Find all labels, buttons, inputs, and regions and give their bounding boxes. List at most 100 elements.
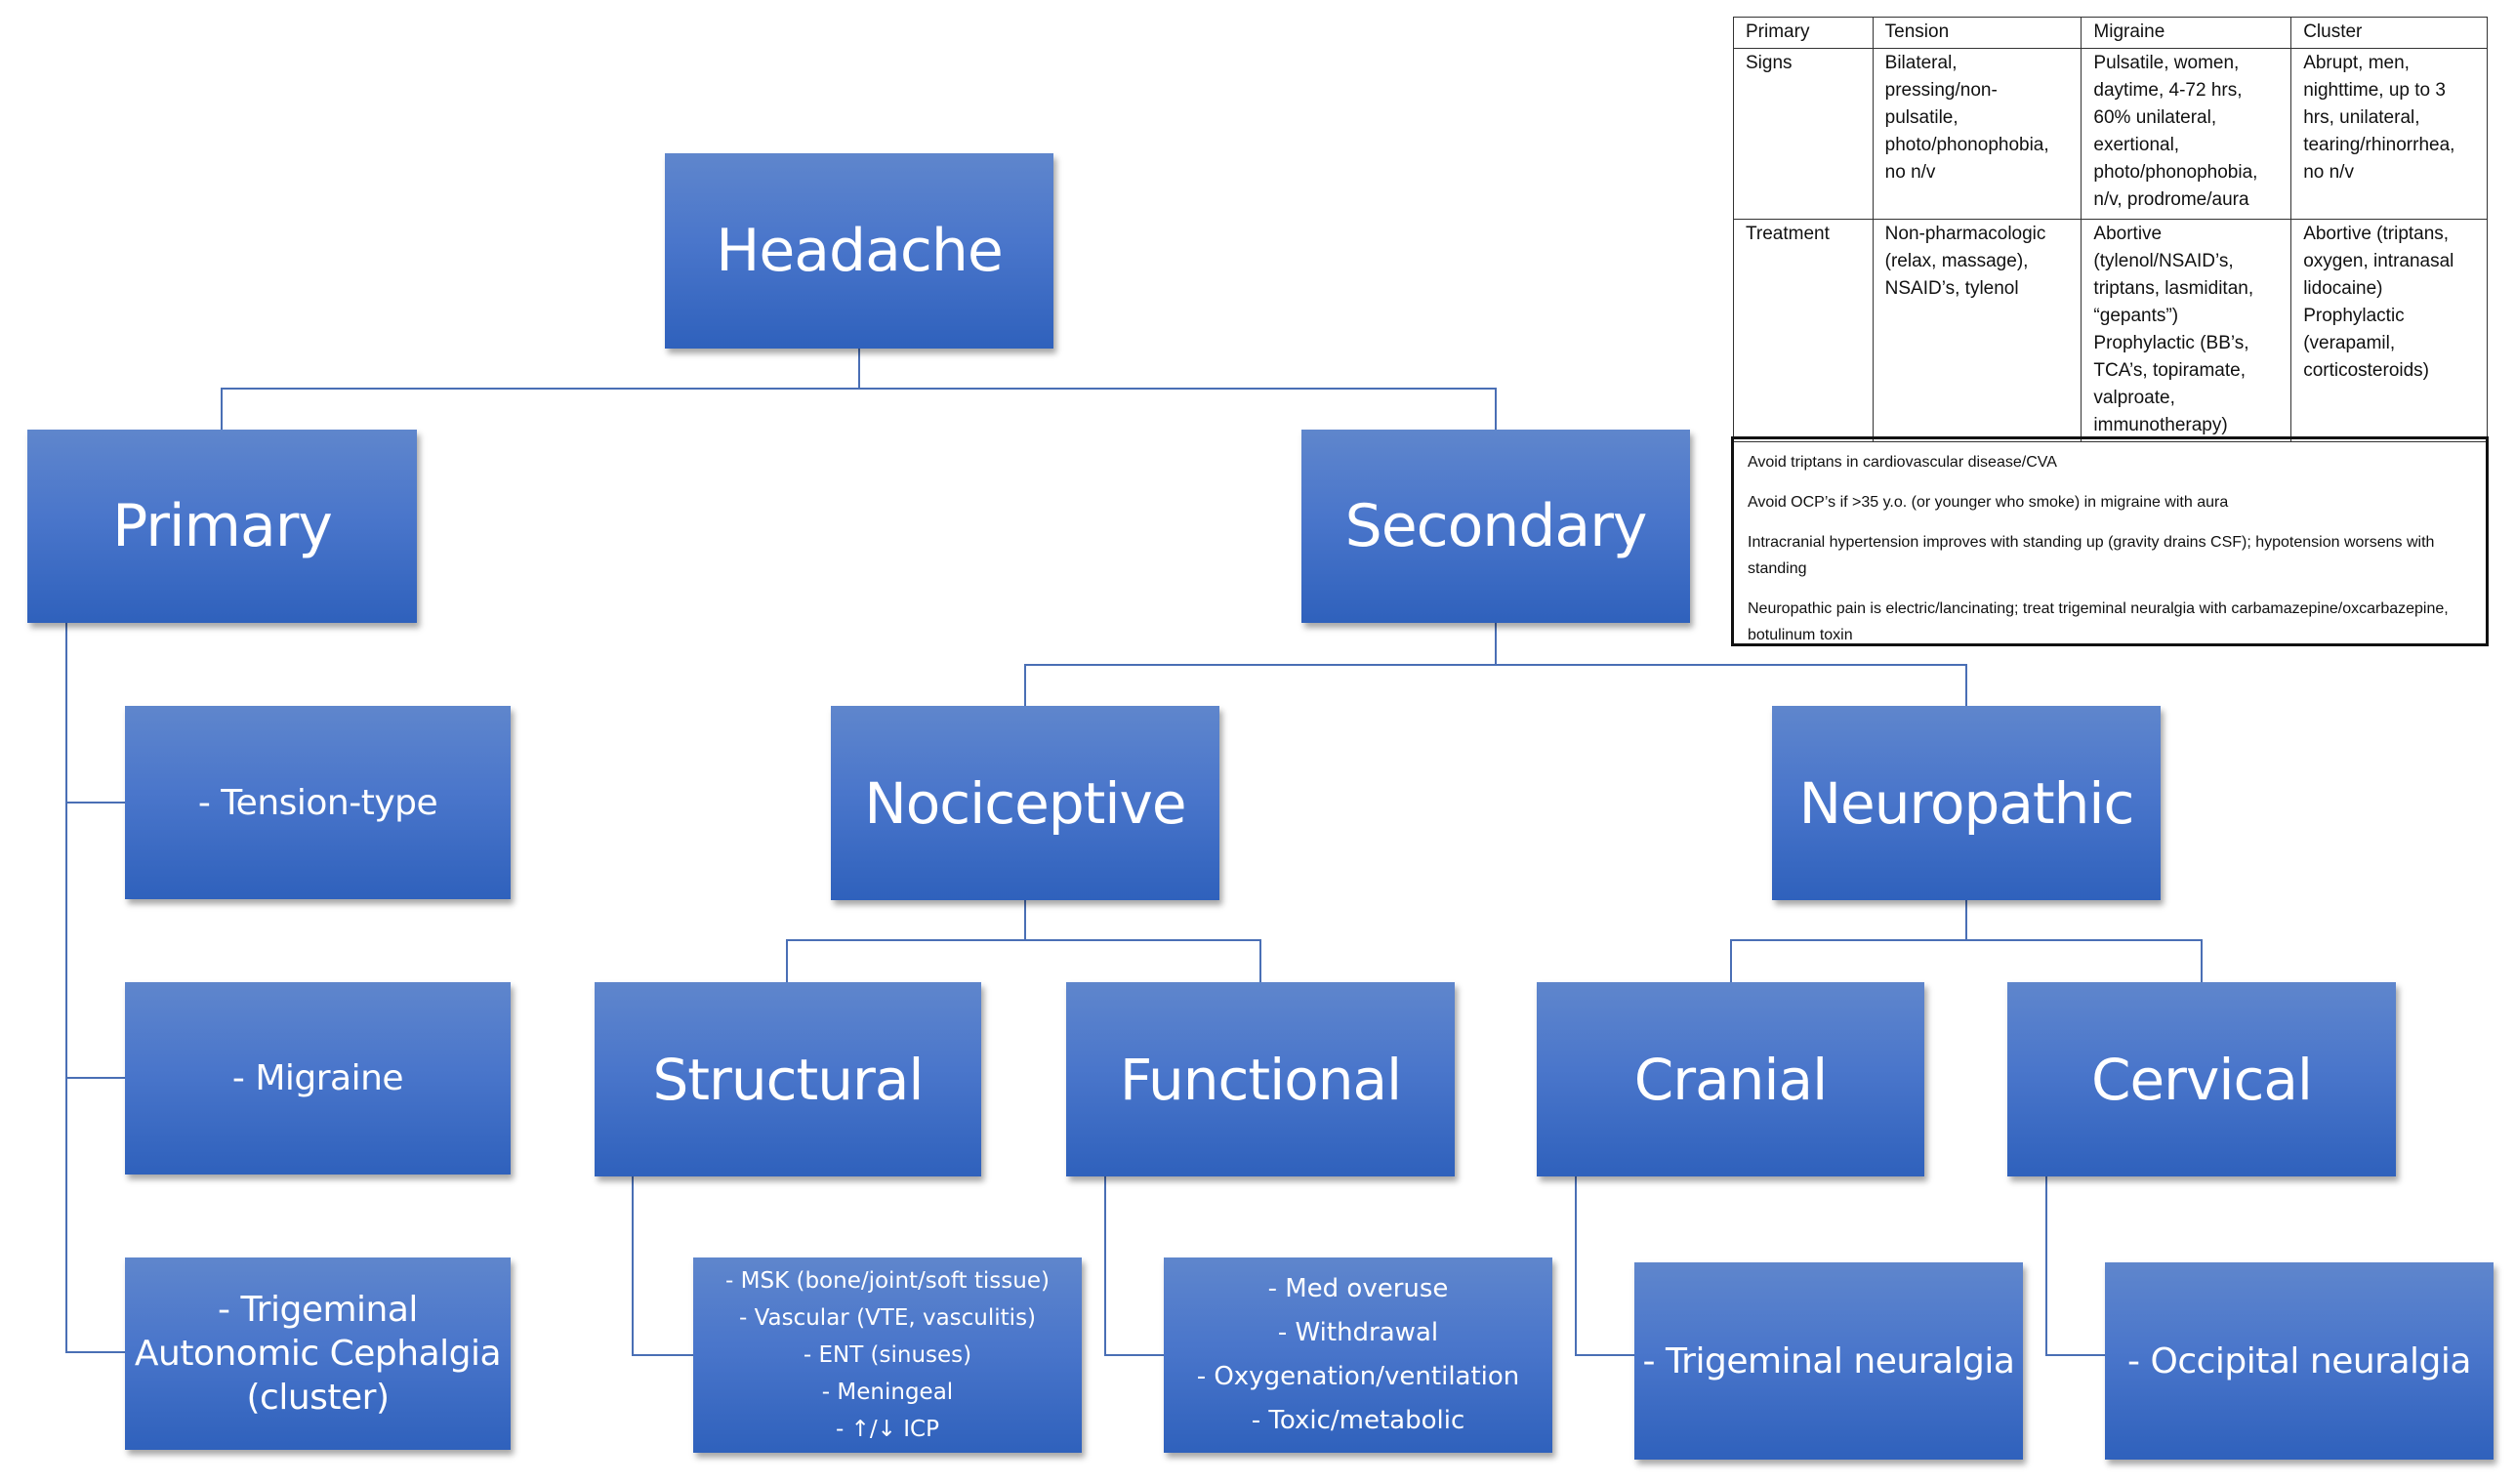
cell-text-line: pulsatile, xyxy=(1884,107,1958,128)
cell-lines: Non-pharmacologic(relax, massage),NSAID’… xyxy=(1885,221,2070,303)
connector xyxy=(1965,900,1967,940)
node-label: Nociceptive xyxy=(864,769,1186,837)
table-cell: Non-pharmacologic(relax, massage),NSAID’… xyxy=(1872,219,2082,442)
table-row-label: Treatment xyxy=(1733,219,1874,442)
node-functional-causes[interactable]: - Med overuse - Withdrawal - Oxygenation… xyxy=(1164,1257,1552,1453)
cell-text-line: pressing/non- xyxy=(1884,80,1998,101)
connector xyxy=(632,1354,693,1356)
cell-text-line: immunotherapy) xyxy=(2093,415,2228,435)
cell-text-line: Abrupt, men, xyxy=(2303,53,2410,73)
connector xyxy=(65,802,125,804)
cell-text-line: nighttime, up to 3 xyxy=(2303,80,2446,101)
connector xyxy=(1024,664,1966,666)
table-row-signs: Signs Bilateral, pressing/non-pulsatile, p… xyxy=(1733,48,2488,220)
table-row-label: Signs xyxy=(1733,48,1874,220)
connector xyxy=(2045,1354,2105,1356)
list-item: - MSK (bone/joint/soft tissue) xyxy=(725,1268,1050,1294)
node-cranial[interactable]: Cranial xyxy=(1537,982,1924,1176)
table-header-cell: Primary xyxy=(1733,17,1874,49)
node-structural[interactable]: Structural xyxy=(595,982,981,1176)
cell-text-line: Abortive xyxy=(2093,224,2163,244)
node-nociceptive[interactable]: Nociceptive xyxy=(831,706,1219,900)
node-headache[interactable]: Headache xyxy=(665,153,1053,349)
table-cell: Bilateral, pressing/non-pulsatile, photo/p… xyxy=(1872,48,2082,220)
cell-lines: Pulsatile, women,daytime, 4-72 hrs,60% u… xyxy=(2093,50,2279,214)
list-item: - Oxygenation/ventilation xyxy=(1196,1362,1520,1391)
cell-text-line: photo/phonophobia, xyxy=(1884,135,2049,155)
cell-text-line: lidocaine) xyxy=(2303,278,2383,299)
table-cell: Pulsatile, women,daytime, 4-72 hrs,60% u… xyxy=(2081,48,2292,220)
connector xyxy=(786,939,788,982)
connector xyxy=(1024,664,1026,706)
cell-text-line: hrs, unilateral, xyxy=(2303,107,2420,128)
list-item: - Withdrawal xyxy=(1277,1318,1439,1347)
connector xyxy=(786,939,1260,941)
connector xyxy=(2045,1176,2047,1355)
note: Avoid OCP’s if >35 y.o. (or younger who … xyxy=(1748,494,2229,511)
connector xyxy=(1575,1176,1577,1355)
node-primary[interactable]: Primary xyxy=(27,430,417,623)
cell-text-line: photo/phonophobia, xyxy=(2093,162,2258,183)
node-structural-causes[interactable]: - MSK (bone/joint/soft tissue) - Vascula… xyxy=(693,1257,1082,1453)
node-trigeminal-autonomic-cephalgia[interactable]: - Trigeminal Autonomic Cephalgia (cluste… xyxy=(125,1257,511,1450)
table-header-cell: Tension xyxy=(1872,17,2082,49)
cell-text-line: Prophylactic xyxy=(2303,306,2405,326)
node-label: Cranial xyxy=(1633,1046,1828,1113)
clinical-notes-box: Avoid triptans in cardiovascular disease… xyxy=(1731,436,2489,646)
cell-text-line: corticosteroids) xyxy=(2303,360,2430,381)
connector xyxy=(1730,939,1732,982)
node-migraine[interactable]: - Migraine xyxy=(125,982,511,1175)
cell-text-line: Non-pharmacologic xyxy=(1884,224,2046,244)
list-item: - ENT (sinuses) xyxy=(803,1342,972,1368)
cell-lines: Abortive(tylenol/NSAID’s,triptans, lasmi… xyxy=(2093,221,2279,439)
connector xyxy=(65,1077,125,1079)
list-item: - Meningeal xyxy=(821,1380,954,1405)
note: Avoid triptans in cardiovascular disease… xyxy=(1748,454,2057,471)
connector xyxy=(1104,1354,1164,1356)
cell-text-line: exertional, xyxy=(2093,135,2180,155)
connector xyxy=(65,623,67,1353)
node-cervical[interactable]: Cervical xyxy=(2007,982,2396,1176)
cell-text-line: 60% unilateral, xyxy=(2093,107,2217,128)
node-trigeminal-neuralgia[interactable]: - Trigeminal neuralgia xyxy=(1634,1262,2023,1460)
connector xyxy=(65,1351,125,1353)
node-label: Cervical xyxy=(2090,1046,2313,1113)
connector xyxy=(858,349,860,390)
node-label-line: - Trigeminal xyxy=(218,1290,418,1330)
node-tension-type[interactable]: - Tension-type xyxy=(125,706,511,899)
node-label-line: (cluster) xyxy=(246,1378,390,1418)
node-functional[interactable]: Functional xyxy=(1066,982,1455,1176)
node-label: Headache xyxy=(716,217,1004,285)
connector xyxy=(1259,939,1261,982)
connector xyxy=(221,388,1497,390)
cell-text-line: Bilateral, xyxy=(1884,53,1958,73)
table-header-row: Primary Tension Migraine Cluster xyxy=(1733,17,2488,49)
cell-text-line: TCA’s, topiramate, xyxy=(2093,360,2246,381)
cell-text-line: NSAID’s, tylenol xyxy=(1884,278,2019,299)
node-label: - Occipital neuralgia xyxy=(2127,1340,2471,1381)
node-label: Structural xyxy=(652,1046,924,1113)
cell-lines: Bilateral, pressing/non-pulsatile, photo/p… xyxy=(1885,50,2070,186)
connector xyxy=(1965,664,1967,706)
list-item: - Toxic/metabolic xyxy=(1251,1406,1465,1435)
cell-text-line: daytime, 4-72 hrs, xyxy=(2093,80,2243,101)
connector xyxy=(2201,939,2203,982)
cell-text-line: triptans, lasmiditan, xyxy=(2093,278,2254,299)
note: Neuropathic pain is electric/lancinating… xyxy=(1748,600,2449,643)
cell-text-line: n/v, prodrome/aura xyxy=(2093,189,2249,210)
connector xyxy=(1495,388,1497,430)
connector xyxy=(1024,900,1026,940)
connector xyxy=(221,388,223,430)
node-secondary[interactable]: Secondary xyxy=(1301,430,1690,623)
cell-text-line: (verapamil, xyxy=(2303,333,2396,353)
node-neuropathic[interactable]: Neuropathic xyxy=(1772,706,2161,900)
node-label: - Trigeminal neuralgia xyxy=(1642,1340,2015,1381)
node-occipital-neuralgia[interactable]: - Occipital neuralgia xyxy=(2105,1262,2494,1460)
node-label: Neuropathic xyxy=(1798,769,2135,837)
table-row-treatment: Treatment Non-pharmacologic(relax, massa… xyxy=(1733,219,2488,442)
node-label: - Migraine xyxy=(231,1058,404,1098)
table-header-cell: Migraine xyxy=(2081,17,2292,49)
table-cell: Abortive(tylenol/NSAID’s,triptans, lasmi… xyxy=(2081,219,2292,442)
